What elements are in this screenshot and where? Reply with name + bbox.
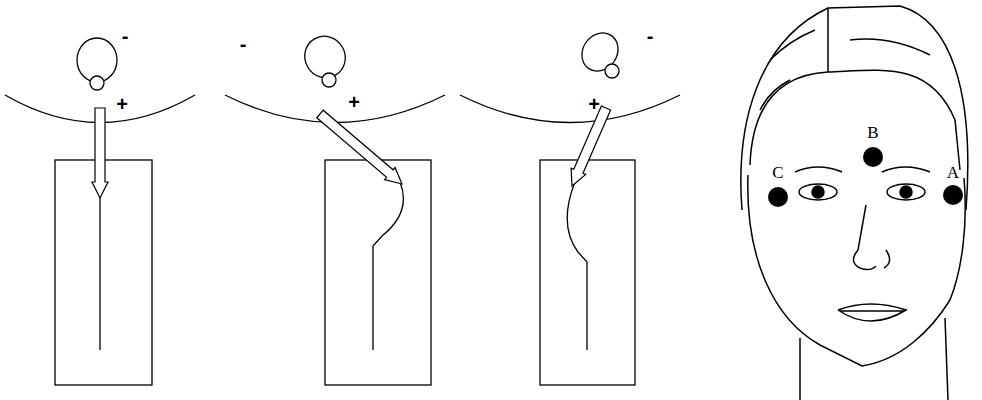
hair-strands [760, 30, 930, 110]
trace-line [567, 182, 587, 350]
vector-arrows [92, 106, 611, 198]
vector-arrow [92, 108, 108, 198]
polarity-sign: + [348, 92, 360, 112]
electrode-dot [768, 187, 788, 207]
electrode-dot [943, 185, 963, 205]
electrode-dot [863, 147, 883, 167]
trace-box [540, 160, 635, 385]
polarity-sign: - [240, 34, 247, 54]
polarity-sign: - [647, 26, 654, 46]
hair-part [827, 8, 829, 72]
trace-line [373, 182, 403, 350]
hair-outline [741, 6, 968, 210]
eye [887, 184, 925, 200]
heart-outline [575, 26, 626, 78]
heart-node [322, 73, 336, 87]
electrode-label: A [947, 164, 959, 181]
vector-arrow [571, 106, 611, 186]
electrode-label: B [867, 124, 878, 141]
face-contour [748, 175, 965, 366]
electrodes [768, 147, 963, 207]
nose [853, 205, 889, 270]
mouth [838, 304, 906, 321]
iris [900, 186, 912, 198]
polarity-sign: - [122, 26, 129, 46]
heart-node [605, 64, 619, 78]
eyebrows [795, 167, 930, 172]
neck [800, 318, 948, 400]
iris [812, 186, 824, 198]
panel-1 [5, 38, 195, 385]
vector-arrow [317, 110, 402, 184]
electrode-label: C [772, 164, 783, 181]
chest-arc [225, 95, 445, 123]
trace-box [55, 160, 152, 385]
polarity-sign: + [116, 94, 128, 114]
panel-3 [460, 26, 680, 385]
panel-2 [225, 29, 445, 385]
trace-box [325, 160, 431, 385]
face [741, 6, 968, 400]
polarity-sign: + [588, 94, 600, 114]
eye [799, 184, 837, 200]
chest-arc [460, 95, 680, 123]
heart-node [90, 76, 104, 90]
